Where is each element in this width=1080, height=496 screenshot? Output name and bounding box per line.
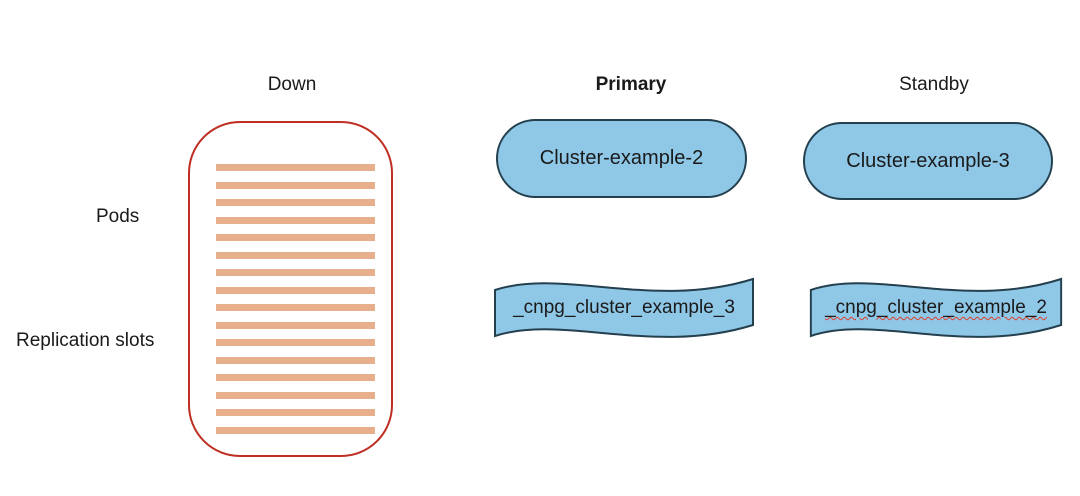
wave-shape bbox=[809, 277, 1063, 338]
replication-slot-line bbox=[216, 304, 375, 311]
down-pods-box bbox=[188, 121, 393, 457]
replication-slot-line bbox=[216, 356, 375, 364]
primary-pod-label: Cluster-example-2 bbox=[539, 147, 704, 169]
standby-replication-slot-shape: _cnpg_cluster_example_2 bbox=[806, 266, 1066, 346]
down-column-label: Down bbox=[267, 74, 317, 95]
standby-column-label: Standby bbox=[899, 74, 969, 95]
pods-row-label: Pods bbox=[96, 206, 140, 227]
pod-stripes bbox=[216, 164, 375, 434]
replication-slot-line bbox=[216, 234, 375, 241]
replication-slot-line bbox=[216, 391, 375, 399]
replication-slot-line bbox=[216, 321, 375, 329]
replication-slot-line bbox=[216, 286, 375, 294]
standby-pod-shape: Cluster-example-3 bbox=[803, 122, 1053, 200]
primary-column-label: Primary bbox=[595, 74, 667, 95]
replication-slot-line bbox=[216, 269, 375, 276]
replication-slot-line bbox=[216, 199, 375, 206]
wave-shape bbox=[494, 277, 754, 338]
standby-pod-label: Cluster-example-3 bbox=[846, 149, 1010, 172]
replication-slot-line bbox=[216, 339, 375, 346]
standby-replication-slot-label: _cnpg_cluster_example_2 bbox=[825, 297, 1047, 318]
replication-slot-line bbox=[216, 409, 375, 416]
replication-slot-line bbox=[216, 426, 375, 434]
replication-slot-line bbox=[216, 181, 375, 189]
primary-replication-slot-shape: _cnpg_cluster_example_3 bbox=[490, 266, 758, 346]
replication-slots-row-label: Replication slots bbox=[16, 330, 155, 351]
replication-slot-line bbox=[216, 164, 375, 171]
replication-slot-line bbox=[216, 374, 375, 381]
replication-slot-line bbox=[216, 216, 375, 224]
primary-replication-slot-label: _cnpg_cluster_example_3 bbox=[513, 297, 735, 318]
replication-slot-line bbox=[216, 251, 375, 259]
primary-pod-shape: Cluster-example-2 bbox=[496, 119, 747, 198]
